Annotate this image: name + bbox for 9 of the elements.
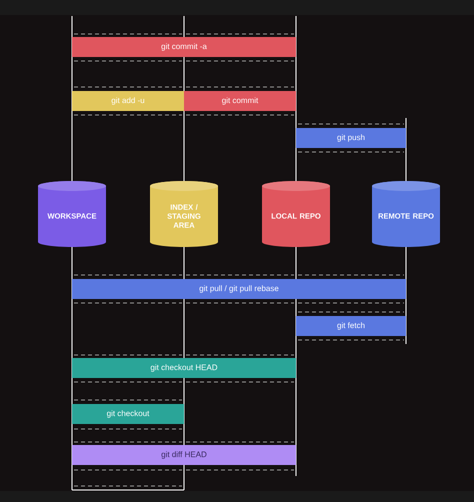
- command-bar: git commit: [184, 91, 296, 111]
- command-bar: git pull / git pull rebase: [72, 279, 406, 299]
- command-bar: git checkout: [72, 404, 184, 424]
- command-bar: git checkout HEAD: [72, 358, 296, 378]
- command-bar: git fetch: [296, 316, 406, 336]
- command-bar: git diff HEAD: [72, 445, 296, 465]
- command-bar: git add -u: [72, 91, 184, 111]
- command-bar: git commit -a: [72, 37, 296, 57]
- command-bar: git push: [296, 128, 406, 148]
